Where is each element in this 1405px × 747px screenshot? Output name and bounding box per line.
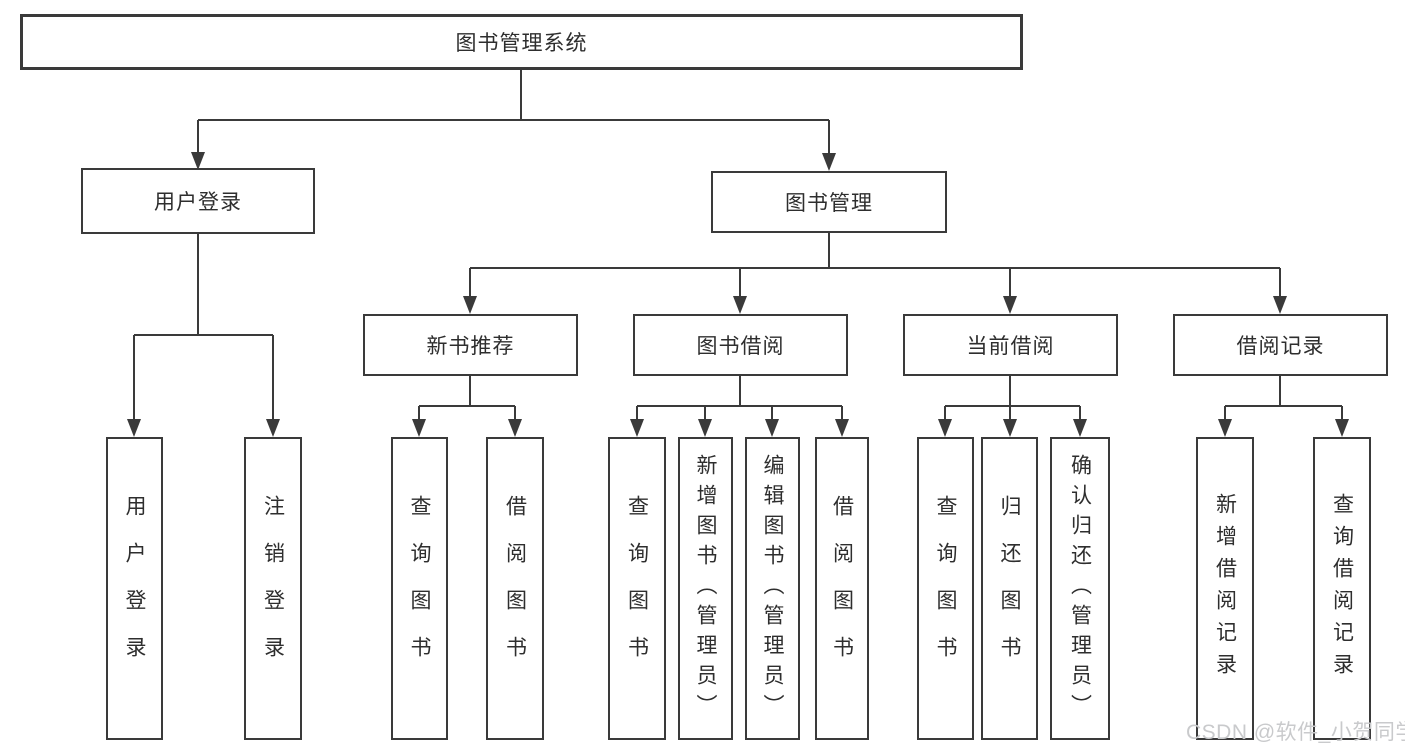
leaf-current-query-books-label: 查询图书 <box>934 494 957 683</box>
leaf-query-borrow-record: 查询借阅记录 <box>1313 437 1371 740</box>
leaf-logout-label: 注销登录 <box>261 494 285 683</box>
leaf-return-books-label: 归还图书 <box>998 494 1021 683</box>
node-library-system-label: 图书管理系统 <box>455 32 588 55</box>
node-borrowing-records: 借阅记录 <box>1173 314 1388 376</box>
leaf-current-query-books: 查询图书 <box>917 437 974 740</box>
node-user-login-label: 用户登录 <box>154 191 242 214</box>
leaf-borrowing-borrow-books-label: 借阅图书 <box>830 494 854 683</box>
leaf-add-borrow-record: 新增借阅记录 <box>1196 437 1254 740</box>
leaf-borrowing-borrow-books: 借阅图书 <box>815 437 869 740</box>
node-book-management: 图书管理 <box>711 171 947 233</box>
leaf-recommend-query-books: 查询图书 <box>391 437 448 740</box>
leaf-logout: 注销登录 <box>244 437 302 740</box>
csdn-watermark: CSDN @软件_小贺同学 <box>1186 721 1405 744</box>
node-current-borrowing-label: 当前借阅 <box>966 335 1055 358</box>
leaf-recommend-borrow-books: 借阅图书 <box>486 437 544 740</box>
node-book-management-label: 图书管理 <box>785 192 873 215</box>
node-new-book-recommend-label: 新书推荐 <box>426 335 515 358</box>
node-new-book-recommend: 新书推荐 <box>363 314 578 376</box>
node-current-borrowing: 当前借阅 <box>903 314 1118 376</box>
leaf-borrowing-query-books: 查询图书 <box>608 437 666 740</box>
leaf-edit-books-admin-label: 编辑图书（管理员） <box>761 453 784 724</box>
node-user-login: 用户登录 <box>81 168 315 234</box>
node-library-system: 图书管理系统 <box>20 14 1023 70</box>
leaf-recommend-borrow-books-label: 借阅图书 <box>503 494 527 683</box>
node-book-borrowing-label: 图书借阅 <box>696 335 785 358</box>
leaf-query-borrow-record-label: 查询借阅记录 <box>1330 492 1354 685</box>
node-book-borrowing: 图书借阅 <box>633 314 848 376</box>
leaf-user-login-label: 用户登录 <box>123 494 146 683</box>
leaf-user-login: 用户登录 <box>106 437 163 740</box>
node-borrowing-records-label: 借阅记录 <box>1236 335 1325 358</box>
leaf-edit-books-admin: 编辑图书（管理员） <box>745 437 800 740</box>
leaf-return-books: 归还图书 <box>981 437 1038 740</box>
leaf-confirm-return-admin: 确认归还（管理员） <box>1050 437 1110 740</box>
leaf-confirm-return-admin-label: 确认归还（管理员） <box>1068 453 1092 724</box>
leaf-add-borrow-record-label: 新增借阅记录 <box>1213 492 1237 685</box>
leaf-borrowing-query-books-label: 查询图书 <box>625 494 649 683</box>
leaf-add-books-admin-label: 新增图书（管理员） <box>694 453 717 724</box>
leaf-recommend-query-books-label: 查询图书 <box>408 494 431 683</box>
leaf-add-books-admin: 新增图书（管理员） <box>678 437 733 740</box>
